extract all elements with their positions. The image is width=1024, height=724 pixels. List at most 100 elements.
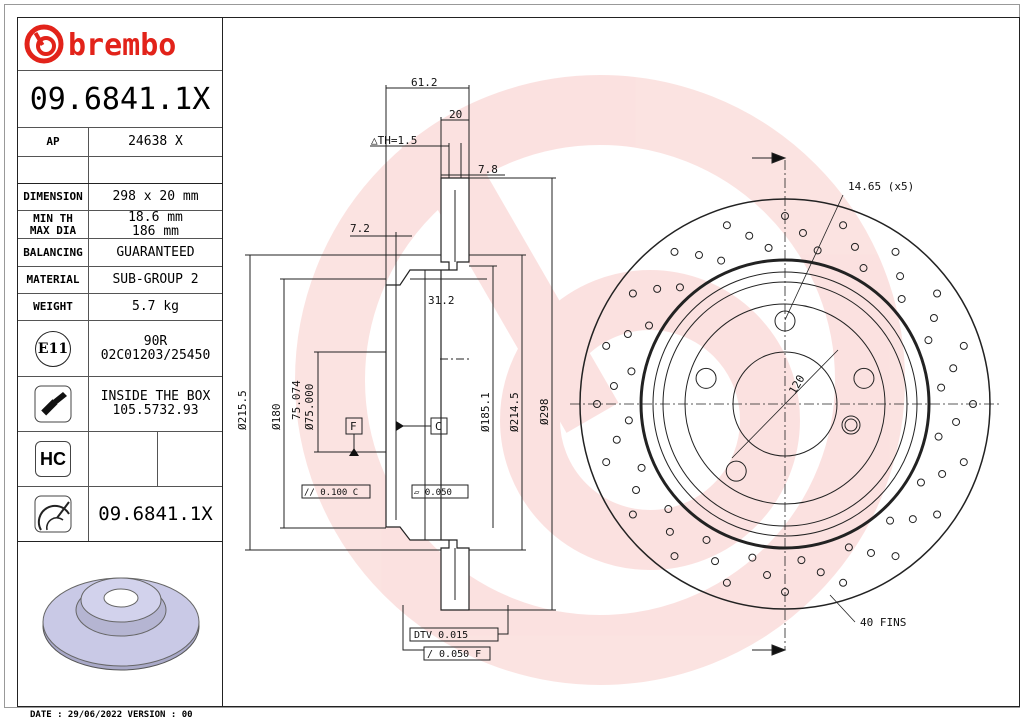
- drilled-hole: [952, 417, 961, 426]
- drilled-hole: [602, 458, 611, 467]
- drilled-hole: [722, 221, 731, 230]
- drilled-hole: [664, 505, 673, 514]
- drilled-hole: [722, 578, 731, 587]
- bolt-hole: [725, 460, 747, 482]
- e11-approval-icon: E11: [35, 330, 71, 367]
- dim-dia-75-074: 75.074: [290, 380, 303, 420]
- drilled-hole: [653, 284, 662, 293]
- ap-value: 24638 X: [128, 134, 183, 149]
- drilled-hole: [959, 341, 968, 350]
- bolt-hole: [774, 310, 796, 332]
- drilled-hole: [717, 256, 726, 265]
- bolt-hole-callout: 14.65 (x5): [848, 180, 914, 193]
- drilled-part-number: 09.6841.1X: [98, 503, 213, 525]
- drilled-hole: [908, 515, 917, 524]
- drilled-hole: [602, 341, 611, 350]
- brembo-watermark: [295, 75, 905, 685]
- drilled-hole: [797, 556, 806, 565]
- drilled-hole: [764, 243, 773, 252]
- drilled-hole: [916, 478, 925, 487]
- drilled-hole: [612, 435, 621, 444]
- drilled-hole: [891, 552, 900, 561]
- section-view: [245, 85, 556, 661]
- hc-icon: HC: [35, 441, 71, 477]
- drilled-hole: [859, 264, 868, 273]
- drilled-hole: [670, 552, 679, 561]
- drilled-hole: [969, 400, 977, 408]
- drilled-hole: [665, 527, 674, 536]
- drilled-hole: [816, 568, 825, 577]
- drilled-hole: [933, 510, 942, 519]
- technical-drawing: [223, 17, 1020, 707]
- dim-dia-75-000: Ø75.000: [303, 384, 316, 430]
- drilled-hole: [850, 242, 859, 251]
- dim-31-2: 31.2: [428, 294, 455, 307]
- drilled-hole: [896, 272, 905, 281]
- drilled-hole: [763, 571, 772, 580]
- dim-dia-185-1: Ø185.1: [479, 392, 492, 432]
- front-view: [570, 152, 1000, 656]
- drilled-hole: [637, 463, 646, 472]
- datum-c: C: [435, 420, 442, 433]
- parallelism-tolerance: // 0.100 C: [304, 488, 358, 498]
- drilled-hole: [628, 289, 637, 298]
- dtv-tolerance: DTV 0.015: [414, 630, 468, 641]
- drilled-hole: [886, 516, 895, 525]
- part-number: 09.6841.1X: [18, 71, 222, 128]
- weight-label: WEIGHT: [18, 294, 89, 320]
- drilled-hole: [924, 336, 933, 345]
- min-th-label: MIN TH: [33, 211, 73, 225]
- drilled-hole: [624, 416, 633, 425]
- dimension-labels: 61.2 20 △TH=1.5 7.8 7.2 31.2 Ø215.5 Ø180…: [236, 76, 914, 660]
- runout-tolerance: / 0.050 F: [427, 649, 481, 660]
- drilled-hole: [745, 231, 754, 240]
- dim-dia-215-5: Ø215.5: [236, 390, 249, 430]
- drilled-hole: [702, 535, 711, 544]
- svg-text:brembo: brembo: [68, 28, 176, 63]
- dimension-value: 298 x 20 mm: [112, 189, 199, 204]
- dim-dia-180: Ø180: [270, 404, 283, 431]
- drilled-hole: [623, 330, 632, 339]
- dim-dia-298: Ø298: [538, 399, 551, 426]
- drilled-hole: [938, 469, 947, 478]
- approval-line1: 90R: [143, 333, 168, 349]
- dim-61-2: 61.2: [411, 76, 438, 89]
- drilled-hole: [929, 314, 938, 322]
- drilled-hole: [670, 247, 679, 256]
- dim-20: 20: [449, 108, 462, 121]
- screw-line1: INSIDE THE BOX: [100, 389, 211, 404]
- dim-thickness-variation: △TH=1.5: [371, 134, 417, 147]
- dim-7-8: 7.8: [478, 163, 498, 176]
- drilled-hole: [839, 221, 848, 230]
- drilled-hole: [609, 382, 618, 391]
- bolt-hole: [853, 367, 875, 389]
- dim-7-2: 7.2: [350, 222, 370, 235]
- drilled-hole: [798, 228, 807, 237]
- drilled-disc-icon: [34, 495, 72, 533]
- balancing-label: BALANCING: [18, 239, 89, 266]
- drilled-hole: [959, 458, 968, 467]
- drilled-hole: [897, 294, 906, 303]
- drilled-hole: [867, 548, 875, 557]
- date-version: DATE : 29/06/2022 VERSION : 00: [30, 710, 193, 720]
- screw-line2: 105.5732.93: [112, 403, 199, 418]
- fins-callout: 40 FINS: [860, 616, 906, 629]
- drilled-hole: [695, 251, 703, 260]
- brand-logo: brembo: [18, 18, 222, 71]
- drilled-hole: [781, 588, 789, 596]
- drilled-hole: [839, 578, 848, 587]
- weight-value: 5.7 kg: [132, 299, 179, 314]
- material-label: MATERIAL: [18, 267, 89, 293]
- drilled-hole: [937, 383, 946, 392]
- material-value: SUB-GROUP 2: [112, 272, 199, 287]
- drilled-hole: [813, 246, 822, 255]
- dim-dia-214-5: Ø214.5: [508, 392, 521, 432]
- drilled-hole: [711, 557, 720, 566]
- screw-icon: [34, 385, 72, 423]
- drilled-hole: [645, 321, 654, 330]
- drilled-hole: [891, 247, 900, 256]
- flatness-tolerance: ▱ 0.050: [414, 488, 452, 498]
